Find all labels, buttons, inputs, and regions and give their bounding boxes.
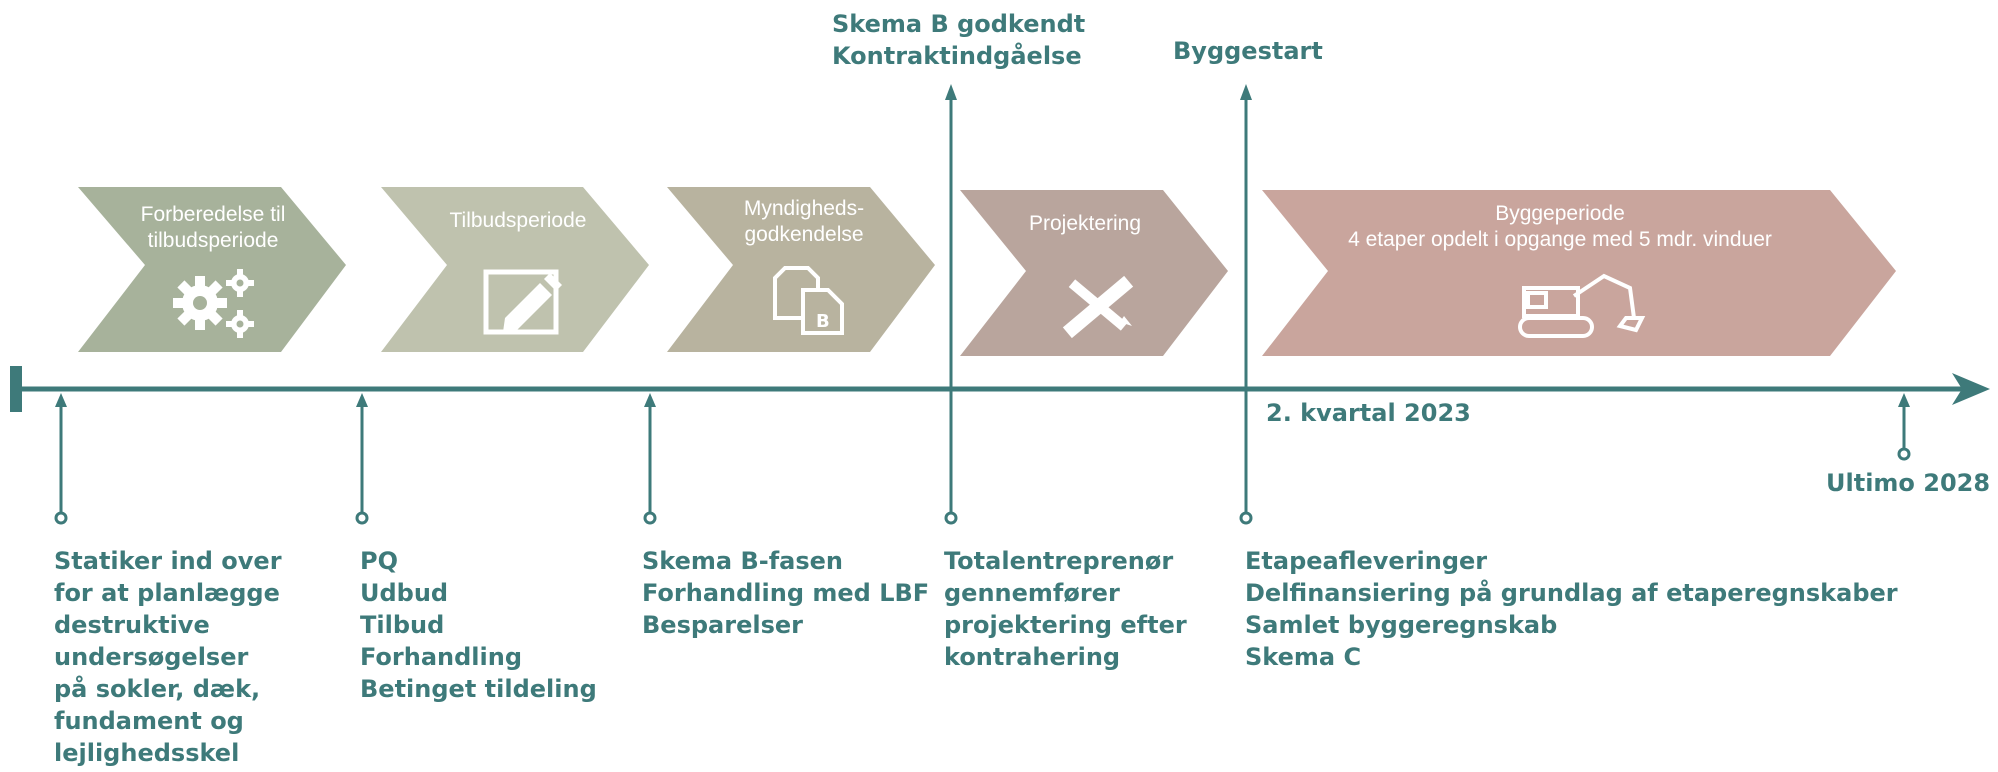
phase-label-line: godkendelse	[744, 223, 864, 246]
timeline-arrowhead	[1952, 373, 1990, 405]
gears-icon	[173, 269, 254, 338]
phase-label-line: Tilbudsperiode	[449, 209, 587, 232]
milestone-line: fundament og	[54, 707, 244, 735]
milestone-line: Besparelser	[642, 611, 803, 639]
phase-label-byggeperiode: Byggeperiode 4 etaper opdelt i opgange m…	[1310, 201, 1810, 253]
milestone-line: PQ	[360, 547, 398, 575]
milestone-text-statiker: Statiker ind over for at planlægge destr…	[54, 545, 282, 769]
excavator-icon	[1518, 273, 1646, 338]
phase-chevron-byggeperiode	[1262, 190, 1896, 356]
milestone-line: undersøgelser	[54, 643, 249, 671]
phase-label-line: Myndigheds-	[743, 197, 865, 220]
phase-label-line: Forberedelse til	[140, 203, 286, 226]
milestone-text-udbud: PQ Udbud Tilbud Forhandling Betinget til…	[360, 545, 597, 705]
phase-label-line: Byggeperiode	[1495, 202, 1625, 225]
milestone-line: lejlighedsskel	[54, 739, 240, 767]
milestone-line: projektering efter	[944, 611, 1187, 639]
documents-b-icon: B	[773, 266, 844, 335]
milestone-line: Forhandling med LBF	[642, 579, 930, 607]
phase-chevron-forberedelse	[78, 187, 346, 352]
milestone-line: Skema C	[1245, 643, 1362, 671]
phase-label-line: Projektering	[1028, 212, 1142, 235]
milestone-line: Statiker ind over	[54, 547, 282, 575]
milestone-arrowheads	[55, 84, 1910, 407]
milestone-line: Skema B-fasen	[642, 547, 843, 575]
phase-chevron-projektering	[960, 190, 1228, 356]
phase-label-myndighedsgodkendelse: Myndigheds- godkendelse	[724, 196, 884, 248]
milestone-line: destruktive	[54, 611, 210, 639]
phase-label-forberedelse: Forberedelse til tilbudsperiode	[133, 202, 293, 254]
milestone-line: Udbud	[360, 579, 449, 607]
phase-label-tilbudsperiode: Tilbudsperiode	[438, 208, 598, 234]
milestone-text-totalentreprenor: Totalentreprenør gennemfører projekterin…	[944, 545, 1187, 673]
milestone-line: Samlet byggeregnskab	[1245, 611, 1558, 639]
ruler-pencil-icon	[1062, 275, 1134, 339]
milestone-line: Tilbud	[360, 611, 445, 639]
milestone-line: Betinget tildeling	[360, 675, 597, 703]
milestone-line: Etapeafleveringer	[1245, 547, 1488, 575]
milestone-byggestart: Byggestart	[1173, 35, 1323, 67]
start-date-label: 2. kvartal 2023	[1266, 399, 1471, 427]
milestone-line: Totalentreprenør	[944, 547, 1174, 575]
milestone-line: gennemfører	[944, 579, 1120, 607]
phase-label-projektering: Projektering	[1005, 211, 1165, 237]
milestone-text-etapeafleveringer: Etapeafleveringer Delfinansiering på gru…	[1245, 545, 1898, 673]
milestone-dots	[54, 447, 1911, 525]
milestone-line: kontrahering	[944, 643, 1121, 671]
milestone-line: Delfinansiering på grundlag af etaperegn…	[1245, 579, 1898, 607]
milestone-line: Byggestart	[1173, 37, 1323, 65]
phase-label-line: tilbudsperiode	[147, 229, 279, 252]
milestone-line: på sokler, dæk,	[54, 675, 261, 703]
milestone-line: Forhandling	[360, 643, 523, 671]
edit-icon	[483, 269, 562, 335]
phase-label-line: 4 etaper opdelt i opgange med 5 mdr. vin…	[1348, 228, 1772, 251]
milestone-line: Skema B godkendt	[832, 10, 1086, 38]
end-date-label: Ultimo 2028	[1826, 469, 1991, 497]
svg-text:B: B	[816, 311, 830, 332]
milestone-line: for at planlægge	[54, 579, 280, 607]
milestone-skema-b: Skema B godkendt Kontraktindgåelse	[832, 8, 1085, 72]
milestone-connectors	[59, 96, 1906, 516]
milestone-text-skema-b-fasen: Skema B-fasen Forhandling med LBF Bespar…	[642, 545, 929, 641]
milestone-line: Kontraktindgåelse	[832, 42, 1082, 70]
